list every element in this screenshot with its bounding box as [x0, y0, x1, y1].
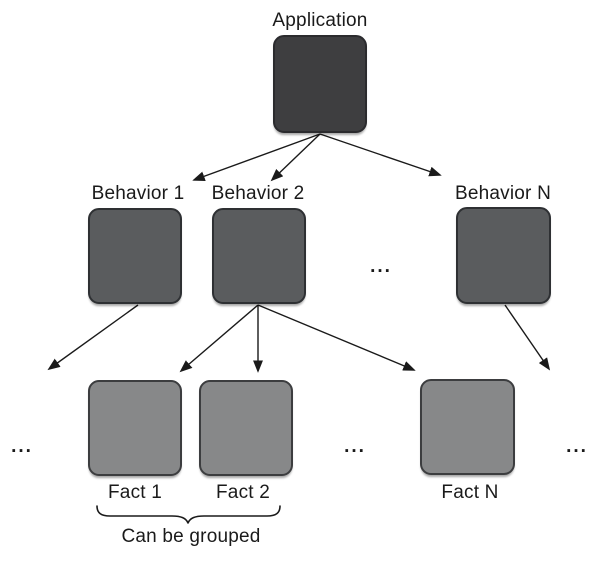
- behavior-1-label: Behavior 1: [91, 183, 185, 204]
- ellipsis-fact-row-left: ...: [11, 436, 33, 457]
- fact-2-node: [199, 380, 293, 476]
- arrow-behavior-n-to-more-facts: [504, 304, 551, 371]
- fact-n-node: [420, 379, 515, 475]
- behavior-n-label: Behavior N: [455, 183, 551, 204]
- arrow-application-to-behavior-2: [270, 133, 321, 182]
- arrow-behavior-1-to-more-facts: [47, 304, 139, 371]
- grouping-brace: [96, 505, 281, 524]
- application-label: Application: [272, 10, 368, 31]
- application-node: [273, 35, 367, 133]
- arrow-application-to-behavior-1: [192, 133, 321, 182]
- fact-1-label: Fact 1: [108, 482, 162, 503]
- ellipsis-behavior-row: ...: [370, 256, 392, 277]
- ellipsis-fact-row-right: ...: [566, 436, 588, 457]
- behavior-n-node: [456, 207, 551, 304]
- behavior-1-node: [88, 208, 182, 304]
- behavior-2-node: [212, 208, 306, 304]
- arrow-behavior-2-to-fact-n-area: [257, 304, 416, 371]
- fact-2-label: Fact 2: [216, 482, 270, 503]
- fact-1-node: [88, 380, 182, 476]
- brace-label: Can be grouped: [121, 526, 261, 547]
- ellipsis-fact-row-middle: ...: [344, 436, 366, 457]
- arrow-application-to-behavior-n: [319, 133, 442, 177]
- behavior-2-label: Behavior 2: [211, 183, 305, 204]
- fact-n-label: Fact N: [441, 482, 499, 503]
- arrow-behavior-2-to-fact-1: [179, 304, 259, 373]
